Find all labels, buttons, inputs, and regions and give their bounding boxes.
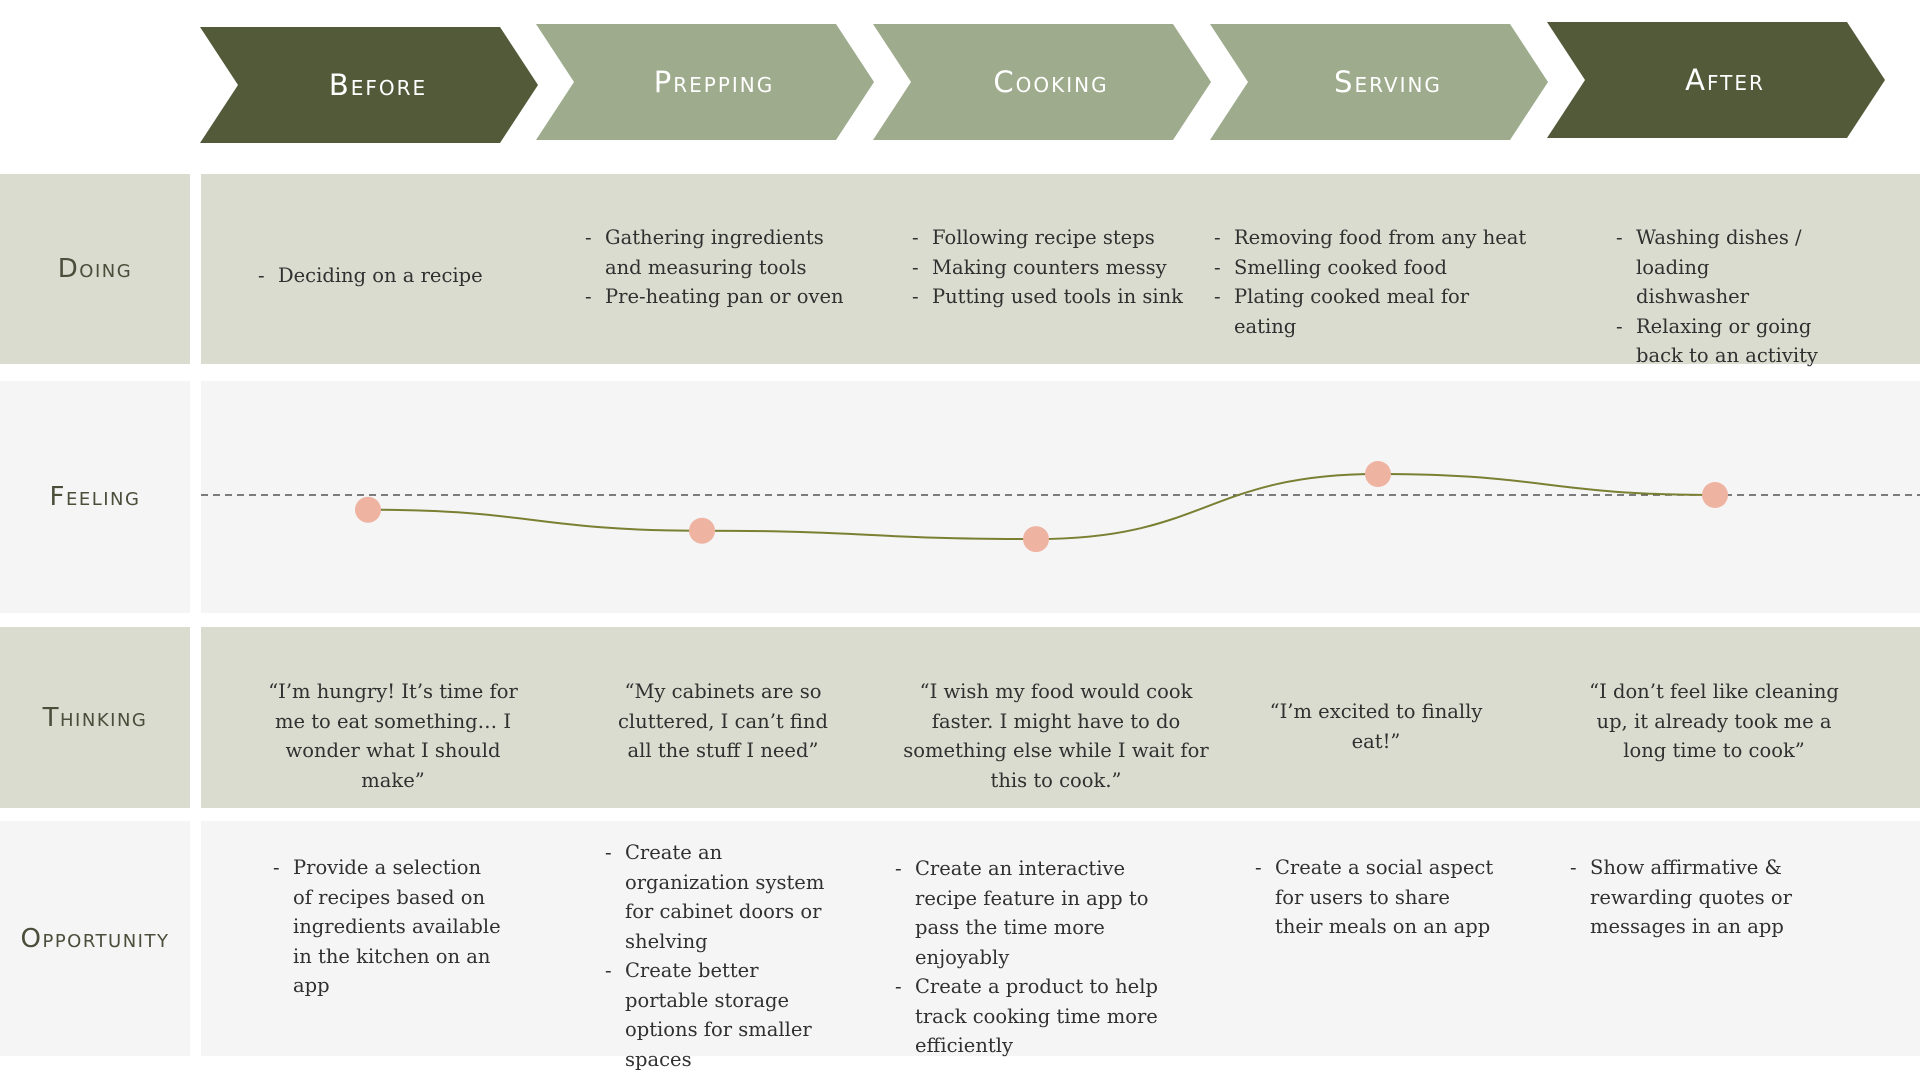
stage-after-label: After: [1685, 63, 1765, 97]
doing-item: Smelling cooked food: [1214, 253, 1534, 283]
feeling-curve: [201, 461, 1920, 553]
doing-item: Plating cooked meal for eating: [1214, 282, 1534, 341]
doing-item: Gathering ingredients and measuring tool…: [585, 223, 845, 282]
doing-after: Washing dishes / loading dishwasher Rela…: [1616, 223, 1826, 371]
emotion-point-5: [1702, 482, 1728, 508]
thinking-before: “I’m hungry! It’s time for me to eat som…: [268, 680, 518, 792]
thinking-serving: “I’m excited to finally eat!”: [1269, 700, 1483, 753]
doing-before: Deciding on a recipe: [258, 261, 518, 291]
thinking-after: “I don’t feel like cleaning up, it alrea…: [1589, 680, 1839, 762]
opportunity-item: Show affirmative & rewarding quotes or m…: [1570, 853, 1860, 942]
doing-prepping: Gathering ingredients and measuring tool…: [585, 223, 845, 312]
opportunity-item: Create a product to help track cooking t…: [895, 972, 1185, 1061]
row-label-feeling: Feeling: [0, 381, 190, 613]
opportunity-item: Create an interactive recipe feature in …: [895, 854, 1185, 972]
opportunity-prepping: Create an organization system for cabine…: [605, 838, 845, 1074]
thinking-prepping: “My cabinets are so cluttered, I can’t f…: [618, 680, 828, 762]
doing-item: Following recipe steps: [912, 223, 1212, 253]
doing-cooking: Following recipe steps Making counters m…: [912, 223, 1212, 312]
thinking-cooking: “I wish my food would cook faster. I mig…: [903, 680, 1209, 792]
feeling-band: [201, 381, 1920, 613]
row-label-doing: Doing: [0, 174, 190, 364]
emotion-point-1: [355, 496, 381, 523]
opportunity-cooking: Create an interactive recipe feature in …: [895, 854, 1185, 1061]
emotion-point-4: [1365, 461, 1391, 487]
opportunity-after: Show affirmative & rewarding quotes or m…: [1570, 853, 1860, 942]
doing-item: Relaxing or going back to an activity: [1616, 312, 1826, 371]
emotion-point-3: [1023, 526, 1049, 553]
doing-serving: Removing food from any heat Smelling coo…: [1214, 223, 1534, 341]
opportunity-serving: Create a social aspect for users to shar…: [1255, 853, 1495, 942]
stage-after: After: [1547, 22, 1885, 138]
opportunity-item: Create an organization system for cabine…: [605, 838, 845, 956]
stage-prepping-label: Prepping: [653, 65, 775, 99]
emotion-point-2: [689, 517, 715, 544]
opportunity-item: Create a social aspect for users to shar…: [1255, 853, 1495, 942]
doing-item: Washing dishes / loading dishwasher: [1616, 223, 1826, 312]
doing-item: Putting used tools in sink: [912, 282, 1212, 312]
doing-item: Making counters messy: [912, 253, 1212, 283]
stage-before: Before: [200, 27, 538, 143]
stage-before-label: Before: [328, 68, 428, 102]
row-label-opportunity: Opportunity: [0, 821, 190, 1056]
stage-prepping: Prepping: [536, 24, 874, 140]
row-label-thinking: Thinking: [0, 627, 190, 808]
stage-cooking: Cooking: [873, 24, 1211, 140]
opportunity-before: Provide a selection of recipes based on …: [273, 853, 505, 1001]
doing-item: Deciding on a recipe: [258, 261, 518, 291]
opportunity-item: Provide a selection of recipes based on …: [273, 853, 505, 1001]
doing-item: Removing food from any heat: [1214, 223, 1534, 253]
stage-serving: Serving: [1210, 24, 1548, 140]
stage-header: Before Prepping Cooking Serving After: [200, 22, 1885, 144]
doing-item: Pre-heating pan or oven: [585, 282, 845, 312]
opportunity-item: Create better portable storage options f…: [605, 956, 845, 1074]
stage-cooking-label: Cooking: [993, 65, 1109, 99]
stage-serving-label: Serving: [1334, 65, 1442, 99]
thinking-band: [201, 627, 1920, 808]
